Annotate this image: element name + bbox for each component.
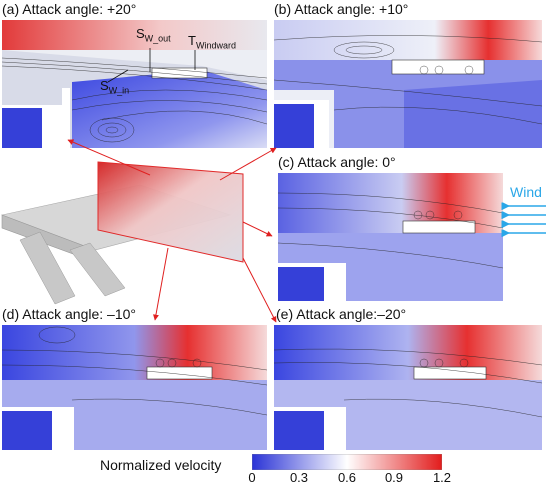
panel-title-b: (b) Attack angle: +10° [274, 1, 409, 17]
sw-out-label: SW_out [136, 26, 171, 44]
flow-panel-d [2, 325, 267, 450]
colorbar-tick-2: 0.6 [337, 470, 357, 485]
colorbar [252, 454, 442, 470]
t-windward-label: TWindward [188, 33, 236, 51]
arrow-to-panel-e [242, 257, 277, 323]
panel-title-c: (c) Attack angle: 0° [278, 154, 396, 170]
slice-plane [97, 161, 244, 263]
flow-panel-c [278, 173, 503, 301]
colorbar-label: Normalized velocity [100, 457, 222, 473]
panel-title-a: (a) Attack angle: +20° [2, 1, 137, 17]
flow-panel-b [274, 20, 542, 148]
sw-in-label: SW_in [100, 78, 130, 96]
colorbar-tick-0: 0 [248, 470, 256, 485]
flow-panel-a [2, 20, 267, 148]
colorbar-tick-4: 1.2 [432, 470, 452, 485]
arrow-to-panel-b [219, 147, 277, 181]
arrow-to-panel-d [153, 247, 169, 321]
arrow-to-panel-c [242, 221, 273, 237]
sw-in-pointer [107, 69, 129, 83]
panel-title-d: (d) Attack angle: –10° [2, 306, 137, 322]
wind-label: Wind [510, 184, 542, 200]
flow-panel-e [274, 325, 542, 450]
colorbar-tick-3: 0.9 [384, 470, 404, 485]
panel-title-e: (e) Attack angle:–20° [276, 306, 407, 322]
arrow-to-panel-a [67, 139, 151, 176]
colorbar-tick-1: 0.3 [289, 470, 309, 485]
